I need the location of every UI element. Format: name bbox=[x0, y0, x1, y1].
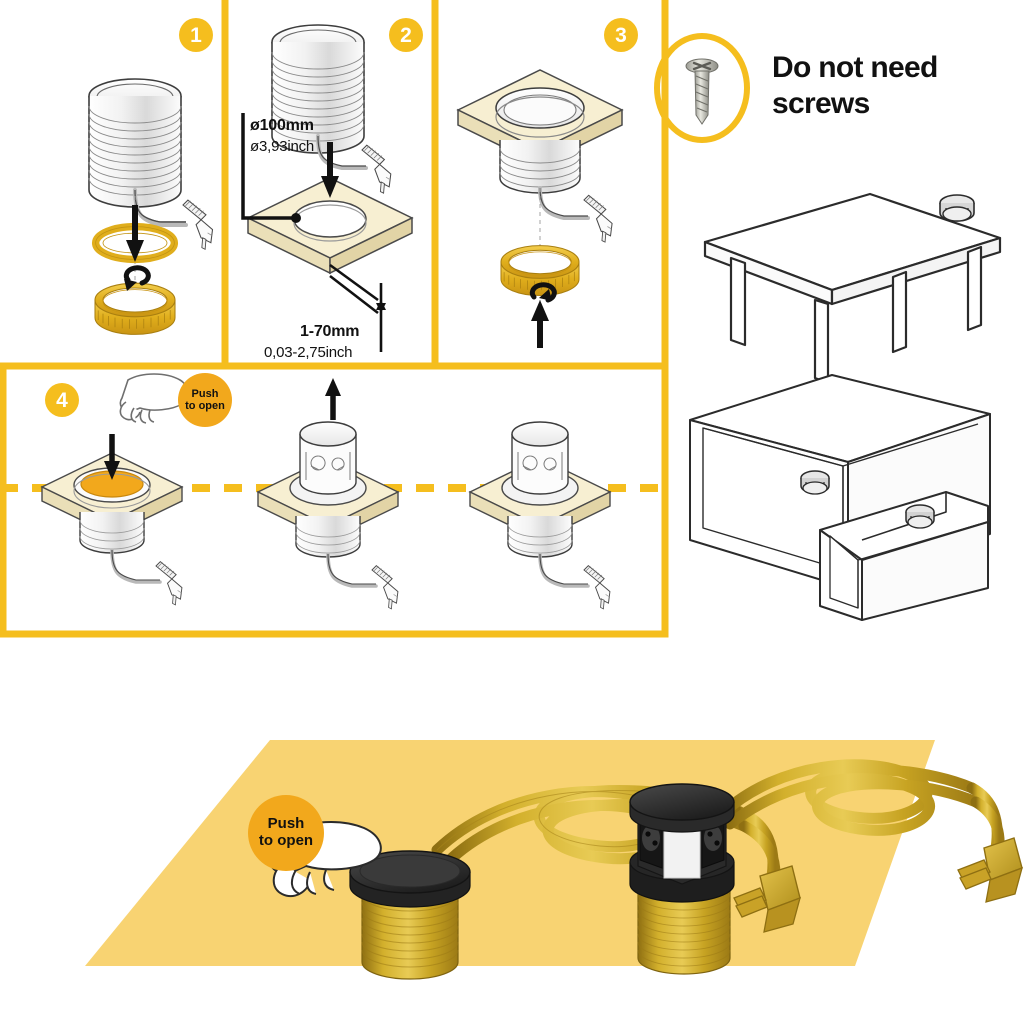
hand-icon bbox=[119, 373, 189, 424]
push-to-open-line1: Push bbox=[191, 387, 219, 400]
table-scene bbox=[703, 192, 1002, 385]
step-badge-3: 3 bbox=[604, 18, 638, 52]
step-2-illustration bbox=[241, 24, 414, 352]
hole-diameter-imperial: ø3,93inch bbox=[250, 138, 315, 155]
step-badge-4: 4 bbox=[45, 383, 79, 417]
worktop-thickness-imperial: 0,03-2,75inch bbox=[264, 344, 353, 361]
no-screws-callout bbox=[654, 33, 750, 143]
socket-in-cabinet-upper bbox=[800, 470, 830, 495]
no-screws-headline-line2: screws bbox=[772, 87, 870, 120]
push-to-open-badge-showcase: Push to open bbox=[248, 795, 324, 871]
socket-in-cabinet-lower bbox=[905, 504, 935, 529]
no-screws-headline-line1: Do not need bbox=[772, 51, 938, 84]
push-to-open-badge-step4: Push to open bbox=[178, 373, 232, 427]
step4-scene-rising bbox=[256, 378, 400, 610]
hole-diameter-metric: ø100mm bbox=[250, 117, 314, 134]
screw-icon bbox=[685, 58, 719, 125]
step4-scene-open bbox=[468, 421, 612, 610]
step-badge-2: 2 bbox=[389, 18, 423, 52]
cabinet-scene-lower bbox=[819, 491, 989, 621]
showcase-product-open bbox=[629, 759, 1023, 975]
worktop-thickness-metric: 1-70mm bbox=[300, 323, 360, 340]
plug-brass-left bbox=[733, 865, 801, 933]
push-to-open-line2: to open bbox=[185, 400, 225, 412]
socket-on-table bbox=[939, 194, 975, 222]
step-3-illustration bbox=[456, 69, 624, 348]
step-1-illustration bbox=[88, 78, 214, 335]
worktop-board-step2 bbox=[246, 177, 414, 275]
push-to-open-showcase-line1: Push bbox=[267, 815, 305, 833]
push-to-open-showcase-line2: to open bbox=[258, 832, 314, 849]
plug-brass-right bbox=[957, 837, 1023, 903]
step4-scene-closed bbox=[40, 373, 189, 606]
showcase-product-closed bbox=[267, 784, 801, 980]
step-badge-1: 1 bbox=[179, 18, 213, 52]
